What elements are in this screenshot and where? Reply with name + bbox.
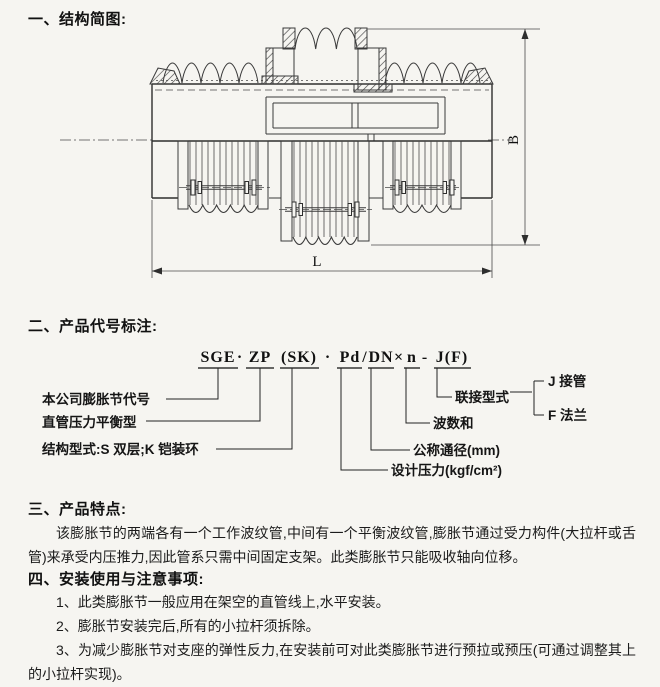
section-view (149, 27, 494, 198)
install-items: 1、此类膨胀节一般应用在架空的直管线上,水平安装。 2、膨胀节安装完后,所有的小… (28, 590, 636, 686)
section1-title: 一、结构简图: (28, 11, 127, 28)
code-structure: (SK) (281, 349, 317, 366)
code-times: × (394, 349, 404, 366)
right-working-bellows (384, 62, 481, 84)
code-dot1: · (237, 349, 243, 366)
dim-L-label: L (312, 254, 321, 270)
label-conn-j: J 接管 (548, 373, 586, 389)
install-item-3: 3、为减少膨胀节对支座的弹性反力,在安装前可对此类膨胀节进行预拉或预压(可通过调… (28, 642, 636, 682)
section3-title: 三、产品特点: (28, 501, 127, 518)
code-connectors (146, 368, 544, 471)
left-bellows-exterior (177, 140, 270, 213)
label-nominal-diameter: 公称通径(mm) (413, 442, 500, 458)
features-paragraph: 该膨胀节的两端各有一个工作波纹管,中间有一个平衡波纹管,膨胀节通过受力构件(大拉… (28, 525, 636, 565)
code-diameter: DN (368, 349, 393, 366)
right-bellows-exterior (382, 140, 462, 213)
balancing-bellows (261, 27, 393, 93)
code-waves: n (407, 349, 417, 366)
code-line: SGE · ZP (SK) · Pd / DN × n - J(F) (198, 349, 471, 369)
structure-drawing: B L (60, 27, 540, 278)
dimension-B: B (367, 28, 540, 246)
label-design-pressure: 设计压力(kgf/cm²) (391, 462, 502, 478)
code-notation-diagram: SGE · ZP (SK) · Pd / DN × n - J(F) 本公司膨胀… (42, 349, 587, 478)
code-connection: J(F) (436, 349, 468, 366)
telescoping-sleeve (265, 96, 446, 141)
center-bellows-exterior (279, 140, 372, 245)
right-end-flange (462, 67, 494, 85)
code-dot2: · (325, 349, 331, 366)
label-wave-count: 波数和 (433, 415, 474, 431)
label-balance-type: 直管压力平衡型 (42, 414, 137, 430)
label-company: 本公司膨胀节代号 (42, 391, 150, 407)
label-structure: 结构型式:S 双层;K 铠装环 (42, 441, 199, 457)
dim-B-label: B (506, 135, 522, 145)
dimension-L: L (151, 200, 493, 278)
left-end-flange (149, 67, 181, 85)
section2-title: 二、产品代号标注: (28, 318, 158, 335)
install-item-2: 2、膨胀节安装完后,所有的小拉杆须拆除。 (56, 618, 320, 634)
code-dash: - (422, 349, 428, 366)
left-working-bellows (162, 62, 259, 84)
install-item-1: 1、此类膨胀节一般应用在架空的直管线上,水平安装。 (56, 594, 390, 610)
code-pressure: Pd (340, 349, 361, 366)
section4-title: 四、安装使用与注意事项: (28, 571, 204, 588)
code-company: SGE (200, 349, 235, 366)
label-connection: 联接型式 (455, 389, 509, 405)
exterior-view (152, 140, 492, 245)
code-slash: / (361, 349, 367, 366)
label-conn-f: F 法兰 (548, 407, 587, 423)
code-type: ZP (249, 349, 271, 366)
